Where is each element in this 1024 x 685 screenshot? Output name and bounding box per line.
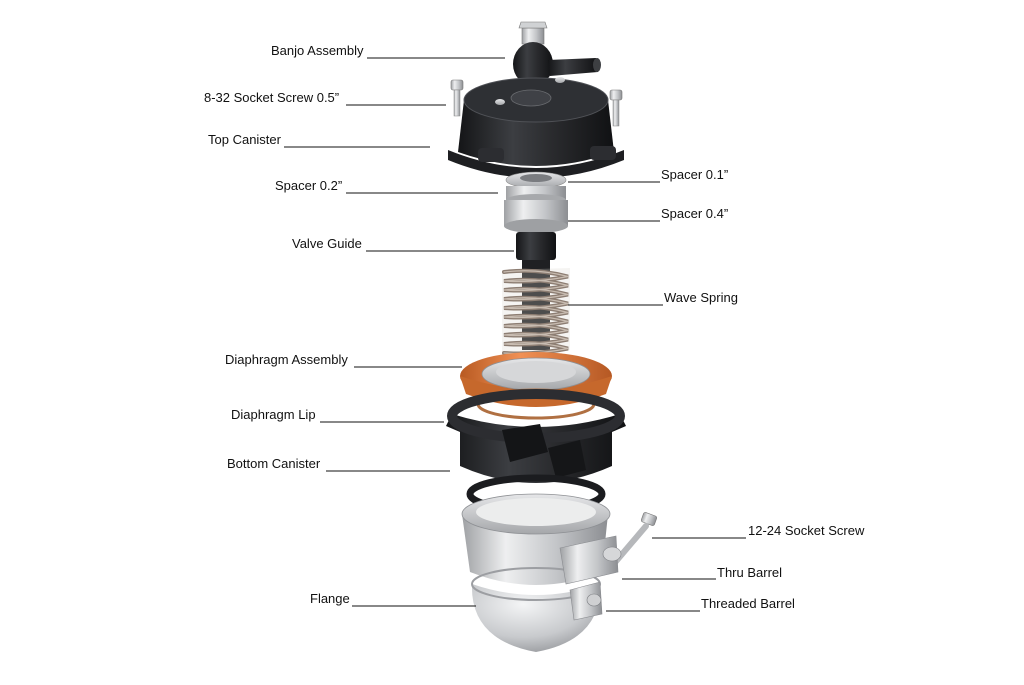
label-socket-screw-832: 8-32 Socket Screw 0.5” xyxy=(204,90,340,105)
threaded-barrel-part xyxy=(569,581,603,621)
label-thru-barrel: Thru Barrel xyxy=(717,565,783,580)
bottom-canister-part xyxy=(446,389,626,514)
label-top-canister: Top Canister xyxy=(208,132,281,147)
label-threaded-barrel: Threaded Barrel xyxy=(701,596,795,611)
label-diaphragm-lip: Diaphragm Lip xyxy=(231,407,316,422)
label-spacer-04: Spacer 0.4” xyxy=(661,206,729,221)
top-canister-part xyxy=(448,77,624,178)
spacer-04-part xyxy=(504,200,568,233)
thru-barrel-part xyxy=(559,535,622,585)
spacer-01-part xyxy=(505,171,567,189)
label-spacer-01: Spacer 0.1” xyxy=(661,167,729,182)
leader-lines xyxy=(284,57,746,612)
wave-spring-part xyxy=(502,268,570,356)
socket-screw-832-part xyxy=(450,79,623,127)
label-banjo-assembly: Banjo Assembly xyxy=(271,43,364,58)
label-spacer-02: Spacer 0.2” xyxy=(275,178,343,193)
label-diaphragm-assembly: Diaphragm Assembly xyxy=(225,352,348,367)
flange-part xyxy=(461,493,611,652)
label-bottom-canister: Bottom Canister xyxy=(227,456,321,471)
label-socket-screw-1224: 12-24 Socket Screw xyxy=(748,523,865,538)
label-wave-spring: Wave Spring xyxy=(664,290,738,305)
label-valve-guide: Valve Guide xyxy=(292,236,362,251)
label-flange: Flange xyxy=(310,591,350,606)
